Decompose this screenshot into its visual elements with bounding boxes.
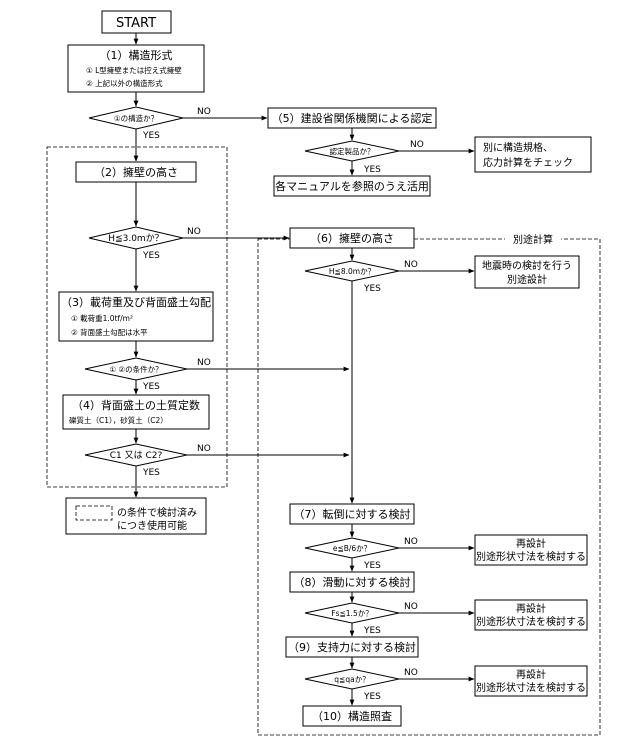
- no-label: NO: [404, 668, 418, 678]
- yes-label: YES: [142, 131, 160, 141]
- yes-label: YES: [142, 468, 160, 478]
- redesign-3-line2: 別途形状寸法を検討する: [476, 681, 586, 694]
- no-label: NO: [404, 537, 418, 547]
- decision-7-label: e≦B/6か？: [333, 544, 371, 553]
- yes-label: YES: [142, 251, 160, 261]
- no-label: NO: [410, 140, 424, 150]
- node-1-opt2: ② 上記以外の構造形式: [86, 78, 163, 88]
- decision-8-label: Fs≦1.5か？: [331, 609, 372, 618]
- legend-line2: につき使用可能: [117, 519, 187, 532]
- node-surcharge-slope: [58, 291, 214, 342]
- node-5-label: （5）建設省関係機関による認定: [272, 111, 433, 125]
- decision-3-label: ① ②の条件か？: [109, 364, 162, 374]
- start-label: START: [116, 16, 156, 31]
- decision-1-label: ①の構造か？: [114, 113, 158, 123]
- node-redesign-2: [474, 599, 588, 631]
- node-redesign-1: [474, 534, 588, 566]
- decision-5-label: 認定製品か？: [330, 146, 375, 156]
- node-3-title: （3）載荷重及び背面盛土勾配: [61, 295, 211, 309]
- node-r5-line2: 応力計算をチェック: [483, 156, 573, 169]
- node-seismic-design: [474, 255, 580, 289]
- node-manual-label: 各マニュアルを参照のうえ活用: [275, 179, 429, 193]
- no-label: NO: [404, 602, 418, 612]
- no-label: NO: [197, 358, 211, 368]
- node-1-opt1: ① L型擁壁または控え式擁壁: [86, 65, 182, 75]
- node-4-title: （4）背面盛土の土質定数: [72, 398, 200, 412]
- node-7-label: （7）転倒に対する検討: [294, 507, 411, 521]
- separate-calc-region: [257, 238, 601, 736]
- node-r5-line1: 別に構造規格、: [483, 141, 553, 154]
- yes-label: YES: [142, 382, 160, 392]
- node-r6-line1: 地震時の検討を行う: [482, 259, 572, 272]
- node-redesign-3: [474, 665, 588, 697]
- yes-label: YES: [363, 284, 381, 294]
- standard-region: [46, 146, 228, 488]
- yes-label: YES: [363, 165, 381, 175]
- node-2-label: （2）擁壁の高さ: [94, 165, 178, 179]
- node-10-label: （10）構造照査: [312, 709, 392, 723]
- node-soil-constants: [62, 394, 210, 430]
- redesign-1-line1: 再設計: [516, 537, 546, 550]
- redesign-2-line2: 別途形状寸法を検討する: [476, 615, 586, 628]
- decision-9-label: q≦qaか？: [334, 675, 369, 684]
- node-3-opt1: ① 載荷重1.0tf/m²: [71, 313, 133, 323]
- decision-2-label: H≦3.0mか？: [108, 233, 163, 244]
- node-check-specs: [474, 136, 592, 173]
- yes-label: YES: [363, 561, 381, 571]
- yes-label: YES: [363, 692, 381, 702]
- node-structural-check: [302, 705, 402, 727]
- node-4-sub: 礫質土（C1），砂質土（C2）: [69, 415, 168, 425]
- node-8-label: （8）滑動に対する検討: [294, 575, 411, 589]
- legend-line1: の条件で検討済み: [117, 506, 197, 519]
- decision-4-label: C1 又は C2?: [110, 450, 163, 461]
- redesign-3-line1: 再設計: [516, 668, 546, 681]
- legend-box: [65, 497, 207, 535]
- node-6-label: （6）擁壁の高さ: [310, 231, 394, 245]
- no-label: NO: [197, 444, 211, 454]
- redesign-1-line2: 別途形状寸法を検討する: [476, 550, 586, 563]
- legend-swatch: [75, 505, 113, 521]
- node-1-title: （1）構造形式: [100, 48, 173, 62]
- separate-calc-label: 別途計算: [513, 233, 553, 246]
- no-label: NO: [404, 260, 418, 270]
- node-refer-manual: [273, 175, 431, 197]
- yes-label: YES: [363, 626, 381, 636]
- node-3-opt2: ② 背面盛土勾配は水平: [71, 327, 148, 337]
- node-r6-line2: 別途設計: [507, 273, 547, 286]
- redesign-2-line1: 再設計: [516, 602, 546, 615]
- decision-6-label: H≦8.0mか？: [329, 267, 375, 276]
- no-label: NO: [187, 227, 201, 237]
- no-label: NO: [197, 107, 211, 117]
- node-9-label: （9）支持力に対する検討: [288, 640, 416, 654]
